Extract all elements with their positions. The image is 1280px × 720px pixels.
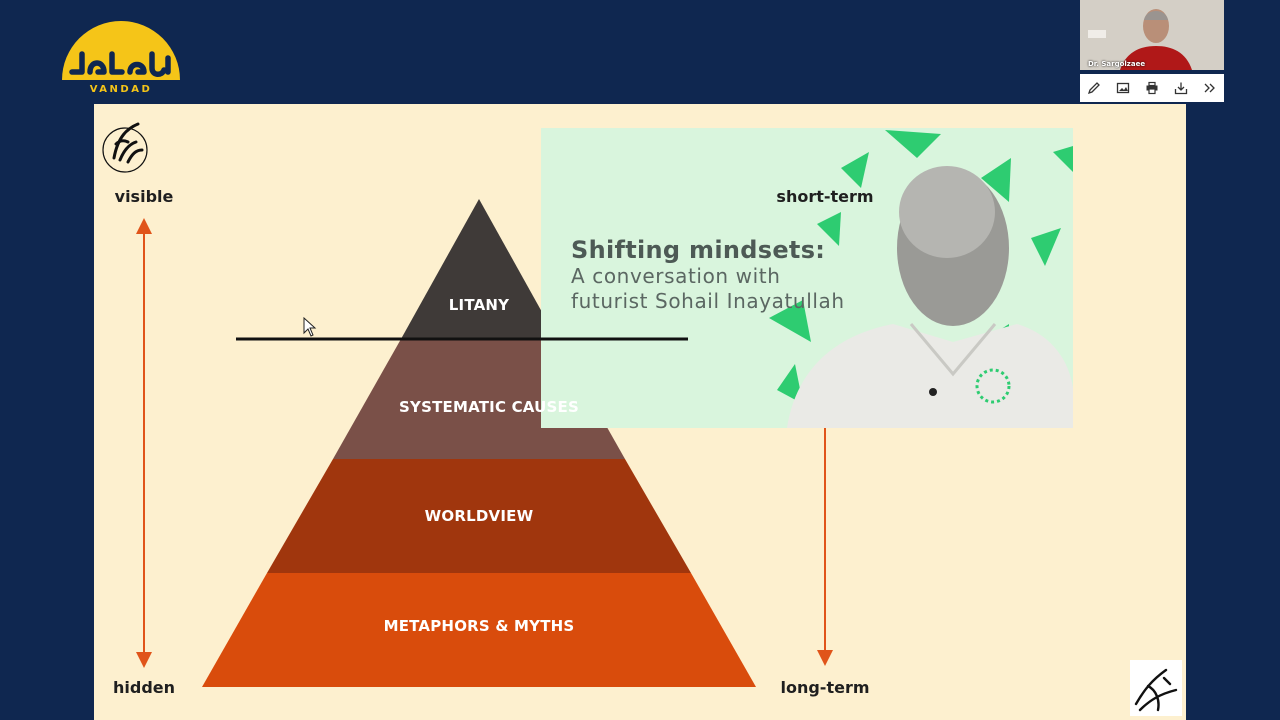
participant-name: Dr. Sargolzaee — [1088, 60, 1146, 68]
video-subtitle-line2: futurist Sohail Inayatullah — [571, 289, 845, 313]
layer-label-litany: LITANY — [448, 296, 510, 314]
logo-mark-icon — [62, 21, 180, 80]
layer-label-metaphors-myths: METAPHORS & MYTHS — [383, 617, 575, 635]
time-arrow-down — [817, 650, 833, 666]
signature-emblem-icon — [1130, 660, 1182, 716]
calligraphy-emblem-icon — [102, 122, 148, 173]
visibility-arrow-down — [136, 652, 152, 668]
presentation-slide: Shifting mindsets: A conversation with f… — [94, 104, 1186, 720]
layer-label-systematic-causes: SYSTEMATIC CAUSES — [399, 398, 579, 416]
layer-label-worldview: WORLDVIEW — [424, 507, 534, 525]
participant-avatar — [1080, 0, 1224, 70]
video-title: Shifting mindsets: — [571, 236, 826, 264]
print-icon[interactable] — [1141, 77, 1163, 99]
vandad-logo: VANDAD — [58, 18, 184, 100]
mouse-cursor-icon — [303, 317, 317, 337]
pen-icon[interactable] — [1083, 77, 1105, 99]
download-icon[interactable] — [1170, 77, 1192, 99]
axis-label-long-term: long-term — [780, 678, 870, 697]
logo-wordmark: VANDAD — [89, 84, 153, 95]
image-icon[interactable] — [1112, 77, 1134, 99]
participant-video[interactable]: Dr. Sargolzaee — [1080, 0, 1224, 70]
video-background — [541, 128, 1073, 428]
axis-label-short-term: short-term — [776, 187, 874, 206]
pyramid-layer-litany — [401, 199, 557, 339]
more-icon[interactable] — [1199, 77, 1221, 99]
video-subtitle-line1: A conversation with — [571, 264, 781, 288]
video-panel[interactable]: Shifting mindsets: A conversation with f… — [541, 128, 1073, 428]
visibility-arrow-up — [136, 218, 152, 234]
pyramid-layer-worldview — [267, 459, 691, 573]
viewer-toolbar — [1080, 74, 1224, 102]
axis-label-visible: visible — [114, 187, 174, 206]
pyramid-layer-metaphors-myths — [202, 573, 756, 687]
axis-label-hidden: hidden — [112, 678, 176, 697]
